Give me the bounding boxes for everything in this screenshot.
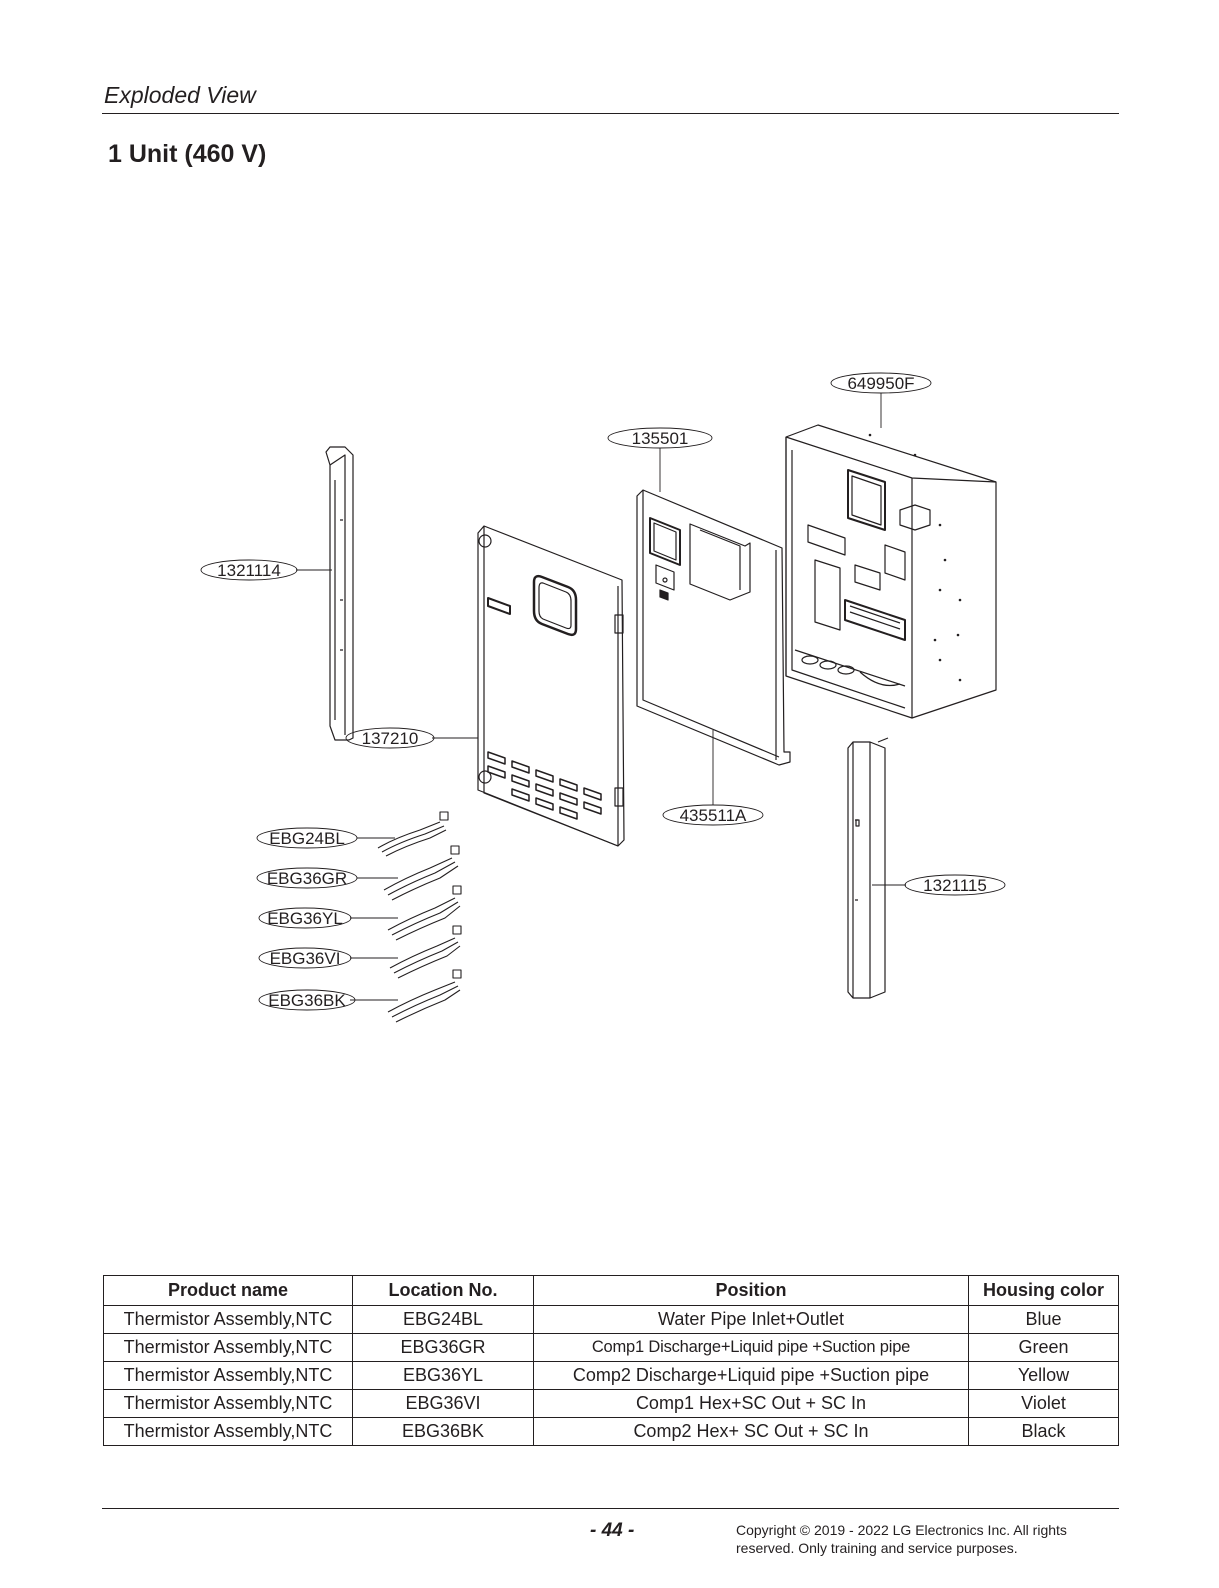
right-side-panel (847, 737, 889, 999)
table-row: Thermistor Assembly,NTC EBG24BL Water Pi… (103, 1305, 1119, 1334)
cell-product-name: Thermistor Assembly,NTC (103, 1305, 353, 1334)
callout-EBG36VI: EBG36VI (270, 949, 341, 968)
cell-position: Comp2 Discharge+Liquid pipe +Suction pip… (533, 1361, 969, 1390)
table-row: Thermistor Assembly,NTC EBG36GR Comp1 Di… (103, 1333, 1119, 1362)
cell-position: Water Pipe Inlet+Outlet (533, 1305, 969, 1334)
front-panel (477, 525, 625, 847)
table-row: Thermistor Assembly,NTC EBG36YL Comp2 Di… (103, 1361, 1119, 1390)
callout-EBG36BK: EBG36BK (268, 991, 346, 1010)
cell-housing-color: Yellow (968, 1361, 1119, 1390)
header-location-no: Location No. (352, 1275, 534, 1306)
callout-1321115: 1321115 (923, 876, 987, 895)
cell-location-no: EBG36YL (352, 1361, 534, 1390)
callout-135501: 135501 (632, 429, 689, 448)
table-row: Thermistor Assembly,NTC EBG36VI Comp1 He… (103, 1389, 1119, 1418)
header-rule (102, 113, 1119, 114)
inner-panel (636, 489, 791, 766)
thermistor-group (377, 811, 462, 1023)
cell-housing-color: Black (968, 1417, 1119, 1446)
cell-product-name: Thermistor Assembly,NTC (103, 1417, 353, 1446)
callout-ellipses (200, 372, 1006, 1011)
cell-product-name: Thermistor Assembly,NTC (103, 1333, 353, 1362)
header-position: Position (533, 1275, 969, 1306)
callout-435511A: 435511A (680, 806, 747, 825)
page-title: 1 Unit (460 V) (108, 140, 267, 168)
table-row: Thermistor Assembly,NTC EBG36BK Comp2 He… (103, 1417, 1119, 1446)
section-title: Exploded View (104, 82, 256, 108)
page-number: - 44 - (590, 1520, 635, 1541)
cell-position: Comp1 Hex+SC Out + SC In (533, 1389, 969, 1418)
cell-position: Comp1 Discharge+Liquid pipe +Suction pip… (533, 1333, 969, 1362)
leader-lines (296, 393, 906, 1001)
cell-product-name: Thermistor Assembly,NTC (103, 1389, 353, 1418)
callout-649950F: 649950F (847, 374, 914, 393)
callout-137210: 137210 (362, 729, 419, 748)
footer-rule (102, 1508, 1119, 1509)
parts-table: Product name Location No. Position Housi… (103, 1275, 1119, 1446)
callout-EBG24BL: EBG24BL (269, 829, 345, 848)
cell-position: Comp2 Hex+ SC Out + SC In (533, 1417, 969, 1446)
header-product-name: Product name (103, 1275, 353, 1306)
copyright-notice: Copyright © 2019 - 2022 LG Electronics I… (736, 1522, 1067, 1556)
cell-product-name: Thermistor Assembly,NTC (103, 1361, 353, 1390)
callout-1321114: 1321114 (217, 561, 281, 580)
control-box (785, 424, 997, 719)
callout-EBG36GR: EBG36GR (267, 869, 347, 888)
cell-location-no: EBG36GR (352, 1333, 534, 1362)
table-header-row: Product name Location No. Position Housi… (103, 1275, 1119, 1306)
cell-location-no: EBG36VI (352, 1389, 534, 1418)
cell-location-no: EBG24BL (352, 1305, 534, 1334)
callout-EBG36YL: EBG36YL (267, 909, 343, 928)
header-housing-color: Housing color (968, 1275, 1119, 1306)
exploded-view-diagram: 649950F 135501 1321114 137210 435511A 13… (200, 372, 1006, 1023)
cell-housing-color: Violet (968, 1389, 1119, 1418)
cell-location-no: EBG36BK (352, 1417, 534, 1446)
left-side-panel (325, 446, 354, 741)
cell-housing-color: Blue (968, 1305, 1119, 1334)
cell-housing-color: Green (968, 1333, 1119, 1362)
